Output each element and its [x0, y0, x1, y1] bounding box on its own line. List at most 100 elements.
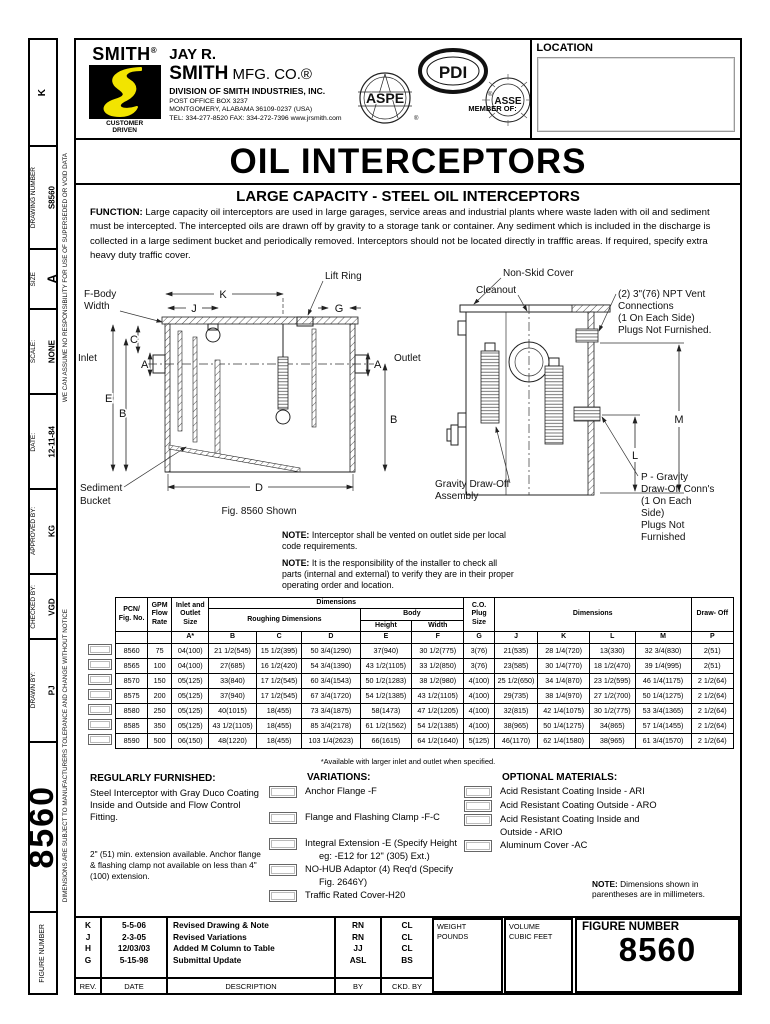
regularly-furnished-body: Steel Interceptor with Gray Duco Coating…: [90, 788, 259, 823]
function-paragraph: FUNCTION: Large capacity oil interceptor…: [90, 206, 730, 264]
col-letter-f: F: [411, 631, 465, 644]
page-title: OIL INTERCEPTORS: [74, 140, 742, 185]
cell-g: 3(76): [463, 657, 495, 674]
revision-by: ASL: [349, 954, 367, 965]
cell-b: 27(685): [208, 657, 257, 674]
variation-checkbox[interactable]: [269, 864, 297, 877]
function-text: Large capacity oil interceptors are used…: [90, 207, 711, 262]
variation-checkbox[interactable]: [269, 786, 297, 798]
svg-text:ASPE: ASPE: [366, 90, 404, 106]
cell-d: 103 1/4(2623): [301, 732, 361, 749]
company-address1: POST OFFICE BOX 3237: [169, 97, 248, 105]
variation-label: Traffic Rated Cover-H20: [305, 890, 406, 901]
disclaimer-tolerance: DIMENSIONS ARE SUBJECT TO MANUFACTURERS …: [62, 609, 70, 903]
cell-c: 17 1/2(545): [255, 687, 303, 704]
cell-d: 54 3/4(1390): [301, 657, 361, 674]
cell-f: 64 1/2(1640): [411, 732, 465, 749]
cell-j: 21(535): [493, 642, 539, 659]
variation-checkbox[interactable]: [269, 838, 297, 851]
asse-logo-icon: ASSE: [482, 74, 535, 126]
row-checkbox[interactable]: [87, 704, 112, 716]
note-installer: NOTE: It is the responsibility of the in…: [282, 557, 514, 590]
variation-label: Flange and Flashing Clamp -F-C: [305, 812, 440, 823]
sidebar-rev-letter: K: [37, 88, 49, 97]
col-body: Body: [359, 608, 465, 621]
col-pcn: PCN/ Fig. No.: [115, 596, 148, 633]
dim-m: M: [674, 414, 683, 426]
row-checkbox[interactable]: [87, 674, 112, 686]
row-checkbox[interactable]: [87, 719, 112, 731]
dim-b-right: B: [390, 414, 397, 426]
cell-p: 2 1/2(64): [690, 687, 735, 704]
rev-header: REV.: [76, 977, 100, 993]
svg-text:®: ®: [414, 115, 419, 122]
cell-m: 39 1/4(995): [634, 657, 692, 674]
col-width: Width: [411, 619, 465, 633]
optional-material-label: Acid Resistant Coating Inside - ARI: [500, 786, 645, 796]
revision-by: RN: [352, 920, 364, 930]
svg-text:PDI: PDI: [439, 63, 467, 82]
cell-p: 2 1/2(64): [690, 717, 735, 734]
optional-material-checkbox[interactable]: [464, 814, 492, 826]
cell-c: 18(455): [255, 702, 303, 719]
svg-text:ASSE: ASSE: [495, 96, 523, 107]
row-checkbox[interactable]: [87, 734, 112, 746]
sidebar-drawn-by: DRAWN BY:PJ: [28, 638, 58, 743]
by-header: BY: [336, 977, 380, 993]
cell-a: 05(125): [171, 702, 210, 719]
cell-m: 53 3/4(1365): [634, 702, 692, 719]
company-name-line1: JAY R.: [169, 46, 216, 63]
figure-caption: Fig. 8560 Shown: [221, 506, 296, 517]
sidebar-rev-cell: K: [28, 38, 58, 147]
revision-letter: J: [85, 931, 91, 942]
optional-material-checkbox[interactable]: [464, 786, 492, 798]
member-of-label: MEMBER OF:: [468, 104, 517, 113]
sediment-bucket-label: Sediment: [80, 483, 122, 494]
variation-checkbox[interactable]: [269, 890, 297, 903]
drawn-by-value: PJ: [47, 685, 56, 696]
variation-checkbox[interactable]: [269, 812, 297, 825]
variation-item: Traffic Rated Cover-H20: [269, 889, 497, 914]
cell-e: 54 1/2(1385): [359, 687, 413, 704]
row-checkbox[interactable]: [87, 644, 112, 656]
location-input[interactable]: [537, 57, 735, 132]
vent-connections-label3: (1 On Each Side): [618, 313, 695, 324]
optional-material-checkbox[interactable]: [464, 840, 492, 853]
row-checkbox[interactable]: [87, 689, 112, 701]
cell-d: 60 3/4(1543): [301, 672, 361, 689]
sidebar-figure-label-cell: FIGURE NUMBER: [28, 911, 58, 995]
outlet-label: Outlet: [394, 353, 421, 364]
cell-m: 57 1/4(1455): [634, 717, 692, 734]
cell-d: 50 3/4(1290): [301, 642, 361, 659]
location-label: LOCATION: [536, 42, 593, 54]
col-letter-d: D: [301, 631, 361, 644]
sidebar-checked-by: CHECKED BY:VGD: [28, 573, 58, 640]
cell-c: 15 1/2(395): [255, 642, 303, 659]
company-block: JAY R. SMITH MFG. CO.® DIVISION OF SMITH…: [169, 40, 350, 138]
regularly-furnished-title: REGULARLY FURNISHED:: [90, 773, 216, 784]
col-roughing: Roughing Dimensions: [208, 608, 361, 633]
col-draw-off: Draw- Off: [690, 596, 735, 633]
optional-material-checkbox[interactable]: [464, 800, 492, 812]
table-row: 8580 250 05(125) 40(1015) 18(455) 73 3/4…: [84, 702, 735, 719]
cell-g: 3(76): [463, 642, 495, 659]
cell-d: 67 3/4(1720): [301, 687, 361, 704]
cell-fig-no: 8565: [115, 657, 148, 674]
cell-gpm: 250: [146, 702, 173, 719]
svg-text:®: ®: [488, 91, 493, 98]
gravity-draw-off-assembly-left: [480, 350, 500, 424]
p-gravity-label2: Draw-Off Conn's: [641, 484, 714, 495]
optional-material-label: Acid Resistant Coating Outside - ARO: [500, 800, 657, 810]
table-row: 8560 75 04(100) 21 1/2(545) 15 1/2(395) …: [84, 642, 735, 659]
col-height: Height: [359, 619, 413, 633]
revision-by: RN: [352, 931, 364, 942]
flow-control-fitting: [205, 327, 221, 343]
row-checkbox[interactable]: [87, 659, 112, 671]
